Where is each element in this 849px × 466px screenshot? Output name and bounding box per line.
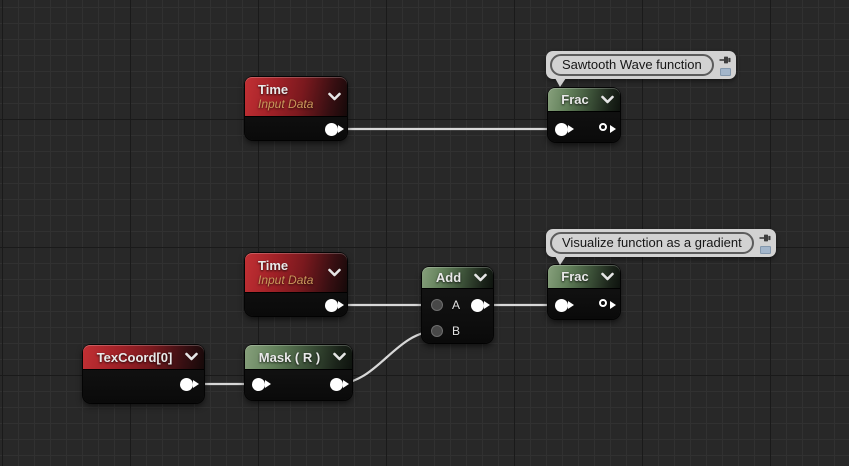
node-title: Mask ( R ) [258, 349, 321, 365]
comment-bubble-sawtooth[interactable]: Sawtooth Wave function [546, 51, 736, 87]
chevron-down-icon[interactable] [328, 268, 341, 277]
input-pin[interactable] [554, 122, 574, 136]
input-pin-a-label: A [452, 298, 461, 312]
push-pin-icon[interactable] [759, 232, 771, 244]
input-pin[interactable] [251, 377, 271, 391]
comment-text[interactable]: Visualize function as a gradient [550, 232, 754, 254]
bubble-controls [718, 54, 733, 76]
chevron-down-icon[interactable] [601, 95, 614, 104]
output-pin[interactable] [324, 122, 344, 136]
node-title: Frac [561, 92, 589, 107]
bubble-grid-icon[interactable] [759, 246, 771, 254]
node-subtitle: Input Data [258, 273, 314, 287]
node-frac-bottom[interactable]: Frac [548, 265, 620, 319]
chevron-down-icon[interactable] [328, 92, 341, 101]
bubble-controls [758, 232, 773, 254]
chevron-down-icon[interactable] [185, 352, 198, 362]
output-pin[interactable] [470, 298, 490, 312]
output-pin[interactable] [324, 298, 344, 312]
node-time-bottom[interactable]: Time Input Data [245, 253, 347, 316]
comment-bubble-gradient[interactable]: Visualize function as a gradient [546, 229, 776, 265]
bubble-grid-icon[interactable] [719, 68, 731, 76]
input-pin-a[interactable] [431, 299, 443, 311]
node-time-top[interactable]: Time Input Data [245, 77, 347, 140]
input-pin-b-label: B [452, 324, 461, 338]
chevron-down-icon[interactable] [333, 352, 346, 362]
node-title: Time [258, 258, 289, 273]
input-pin[interactable] [554, 298, 574, 312]
node-add[interactable]: Add A B [422, 267, 493, 343]
node-title: Frac [561, 269, 589, 284]
node-title: TexCoord[0] [96, 349, 173, 365]
output-pin[interactable] [598, 298, 616, 309]
node-title: Add [435, 270, 462, 285]
output-pin[interactable] [598, 122, 616, 133]
chevron-down-icon[interactable] [601, 272, 614, 281]
node-title: Time [258, 82, 289, 97]
input-pin-b[interactable] [431, 325, 443, 337]
node-texcoord[interactable]: TexCoord[0] [83, 345, 204, 403]
node-frac-top[interactable]: Frac [548, 88, 620, 142]
node-mask[interactable]: Mask ( R ) [245, 345, 352, 400]
push-pin-icon[interactable] [719, 54, 731, 66]
chevron-down-icon[interactable] [474, 273, 487, 282]
output-pin[interactable] [329, 377, 349, 391]
node-subtitle: Input Data [258, 97, 314, 111]
output-pin[interactable] [179, 377, 199, 391]
comment-text[interactable]: Sawtooth Wave function [550, 54, 714, 76]
